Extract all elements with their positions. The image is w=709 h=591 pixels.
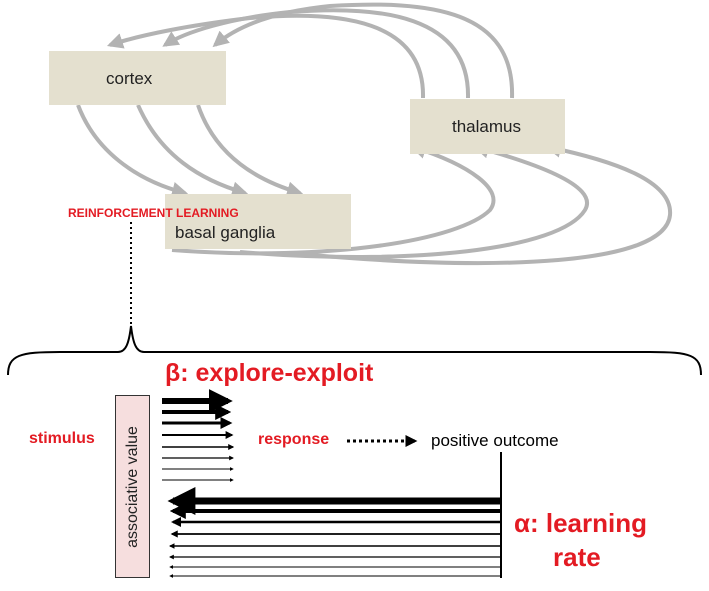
basal-ganglia-to-thalamus-arrow-2 bbox=[239, 142, 589, 259]
basal-ganglia-to-thalamus-arrow-3 bbox=[299, 141, 673, 265]
alpha-learning-label-line1: α: learning bbox=[514, 508, 647, 538]
associative-value-label: associative value bbox=[123, 425, 141, 548]
beta-explore-exploit-label: β: explore-exploit bbox=[165, 359, 374, 387]
basal-ganglia-to-thalamus-arrow-1 bbox=[171, 143, 496, 256]
response-arrows bbox=[162, 389, 235, 482]
thalamus-to-cortex-arrow-2 bbox=[162, 8, 471, 99]
thalamus-label: thalamus bbox=[452, 117, 521, 136]
basal-ganglia-box: basal ganglia bbox=[165, 194, 351, 249]
associative-value-box: associative value bbox=[115, 395, 150, 578]
cortex-to-basal-ganglia-arrow-3 bbox=[196, 104, 304, 198]
basal-ganglia-label: basal ganglia bbox=[175, 223, 276, 242]
cortex-box: cortex bbox=[49, 51, 226, 105]
cortex-to-basal-ganglia-arrow-1 bbox=[76, 104, 189, 198]
learning-arrows bbox=[167, 487, 501, 578]
cortex-to-basal-ganglia-arrow-2 bbox=[136, 104, 249, 198]
reinforcement-learning-label: REINFORCEMENT LEARNING bbox=[68, 206, 239, 220]
thalamus-box: thalamus bbox=[410, 99, 565, 154]
alpha-learning-label-line2: rate bbox=[553, 542, 601, 572]
positive-outcome-label: positive outcome bbox=[431, 431, 559, 450]
curly-brace bbox=[7, 325, 702, 376]
thalamus-to-cortex-arrow-3 bbox=[212, 2, 515, 99]
cortex-label: cortex bbox=[106, 69, 153, 88]
stimulus-label: stimulus bbox=[29, 430, 95, 447]
response-label: response bbox=[258, 431, 330, 448]
